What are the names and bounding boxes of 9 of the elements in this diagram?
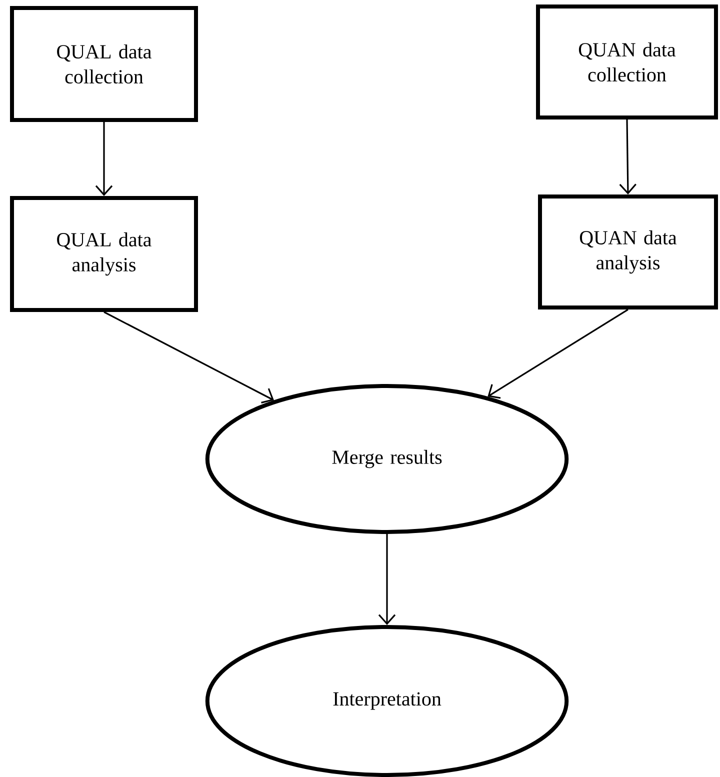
arrow [378,534,396,625]
arrow [104,311,274,404]
process-box: QUAL data collection [10,6,198,122]
process-box: QUAL data analysis [10,196,198,312]
arrow [95,122,113,196]
arrow [488,308,628,399]
arrow [619,120,636,194]
process-box: QUAN data analysis [538,194,718,310]
process-box: QUAN data collection [536,4,718,120]
